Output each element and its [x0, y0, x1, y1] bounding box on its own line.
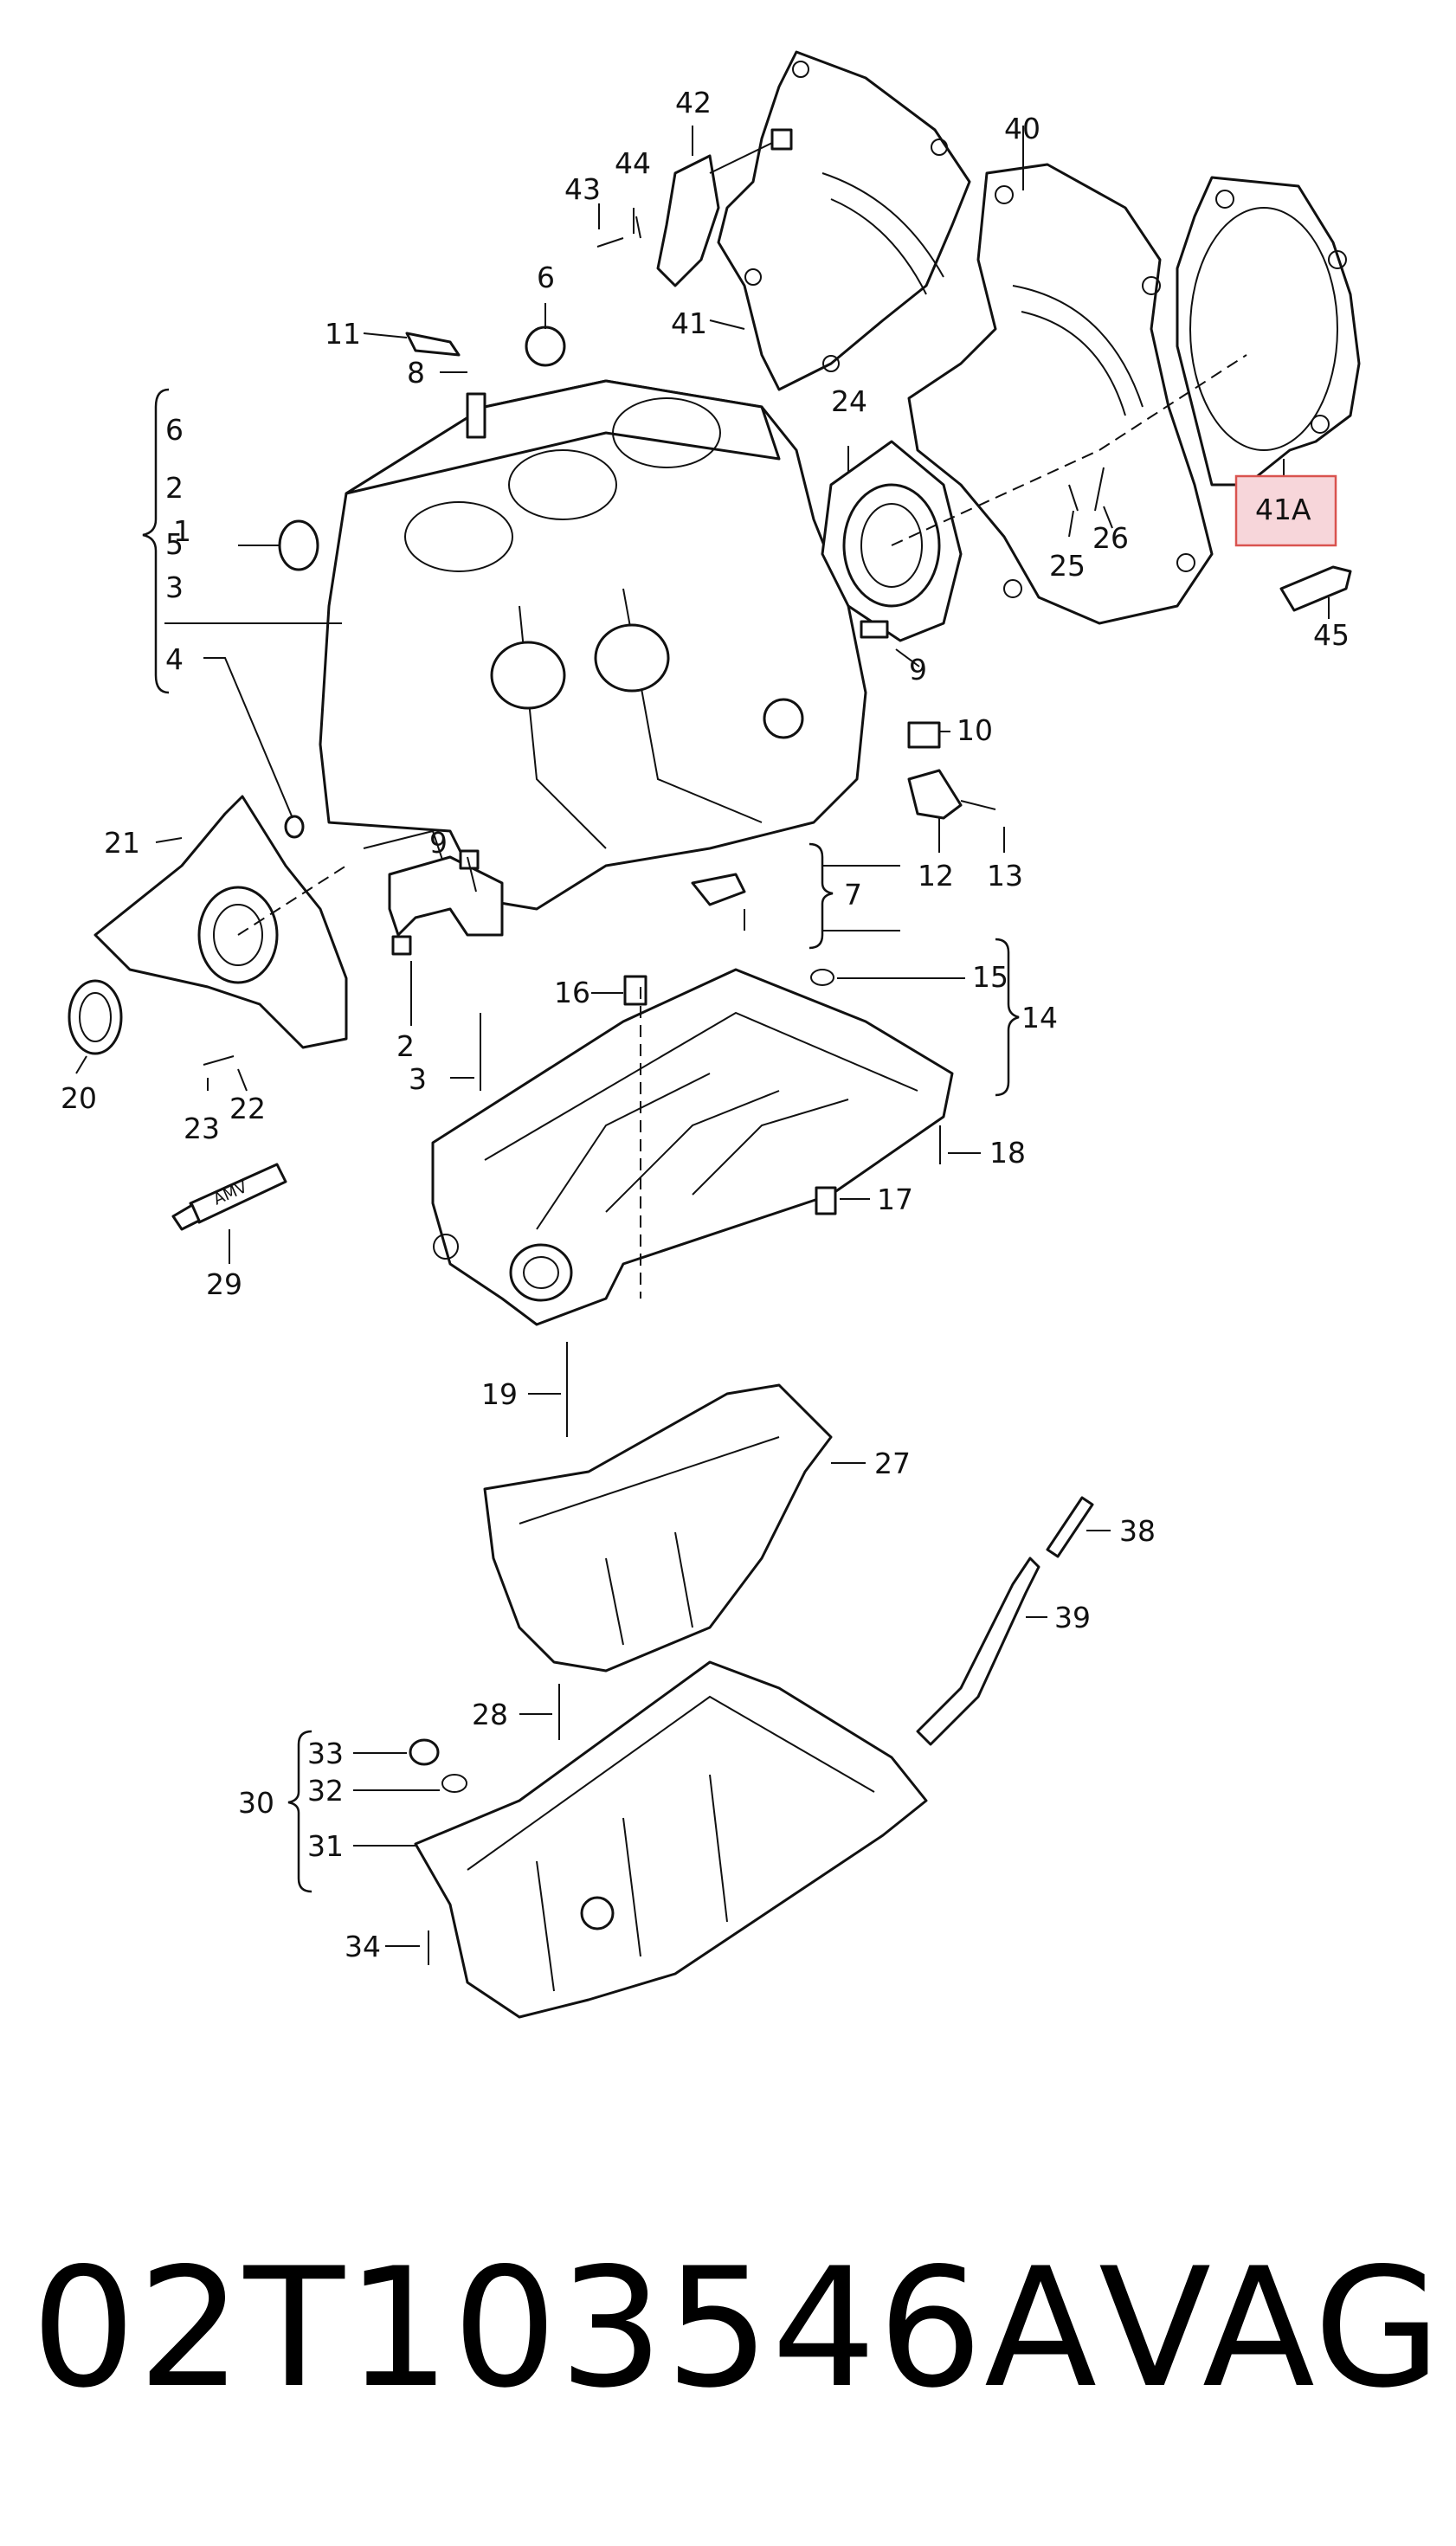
- callout-27: 27: [874, 1447, 911, 1480]
- callout-labels: 1 6 2 5 3 4 11 8 6 43 44 42 41 40 24 41A…: [61, 86, 1350, 1963]
- exploded-parts-diagram: AMV: [61, 50, 1361, 2019]
- part-number: 02T103546A: [31, 2233, 1099, 2424]
- callout-5: 5: [165, 527, 184, 561]
- callout-22: 22: [229, 1092, 266, 1125]
- upper-oil-pan-14: [431, 968, 954, 1326]
- callout-24: 24: [831, 384, 867, 418]
- callout-23: 23: [184, 1112, 220, 1145]
- dipstick-38: [1046, 1496, 1094, 1558]
- callout-7: 7: [844, 878, 862, 912]
- oil-sump-31: [414, 1660, 928, 2019]
- seal-flange-24: [821, 440, 963, 642]
- brace-30: [287, 1730, 312, 1893]
- brace-7: [809, 842, 834, 950]
- callout-19: 19: [481, 1377, 518, 1411]
- callout-3b: 3: [409, 1062, 427, 1096]
- dipstick-guide-39: [916, 1557, 1040, 1746]
- highlight-box-41A: [1234, 474, 1337, 547]
- callout-18: 18: [989, 1136, 1026, 1170]
- callout-34: 34: [345, 1930, 381, 1963]
- callout-40: 40: [1004, 112, 1040, 145]
- callout-11: 11: [325, 317, 361, 351]
- callout-33: 33: [307, 1737, 344, 1770]
- brand-name: VAG: [1098, 2233, 1443, 2424]
- callout-25: 25: [1049, 549, 1086, 583]
- callout-29: 29: [206, 1267, 242, 1301]
- gasket-41: [717, 50, 971, 391]
- callout-38: 38: [1119, 1514, 1156, 1548]
- callout-10: 10: [957, 713, 993, 747]
- callout-16: 16: [554, 976, 590, 1009]
- brace-1: [142, 388, 170, 694]
- callout-17: 17: [877, 1183, 913, 1216]
- callout-28: 28: [472, 1698, 508, 1731]
- callout-12: 12: [918, 859, 954, 893]
- callout-9b: 9: [909, 653, 927, 686]
- callout-42: 42: [675, 86, 712, 119]
- callout-6b: 6: [537, 261, 555, 294]
- callout-41A: 41A: [1255, 493, 1311, 526]
- callout-6a: 6: [165, 413, 184, 447]
- callout-2b: 2: [396, 1029, 415, 1063]
- oil-baffle-27: [483, 1383, 833, 1673]
- callout-20: 20: [61, 1081, 97, 1115]
- leader-lines: [75, 126, 1330, 1947]
- callout-4: 4: [165, 642, 184, 676]
- callout-9a: 9: [429, 826, 448, 860]
- bearing-cap: [388, 849, 504, 956]
- seal-20: [68, 979, 123, 1055]
- callout-21: 21: [104, 826, 140, 860]
- callout-43: 43: [564, 172, 601, 206]
- callout-8: 8: [407, 356, 425, 390]
- callout-15: 15: [972, 960, 1008, 994]
- callout-39: 39: [1054, 1601, 1091, 1634]
- callout-3a: 3: [165, 570, 184, 604]
- caption: 02T103546A VAG: [31, 2233, 1441, 2424]
- callout-30: 30: [238, 1786, 274, 1820]
- callout-26: 26: [1092, 521, 1129, 555]
- callout-44: 44: [615, 146, 651, 180]
- gasket-40: [907, 163, 1214, 625]
- cylinder-block: [319, 379, 867, 911]
- sealant-tube-29: AMV: [171, 1163, 287, 1231]
- brace-14: [995, 938, 1020, 1097]
- gasket-41A: [1176, 176, 1361, 487]
- hardware: [203, 216, 1352, 1965]
- callout-1: 1: [173, 514, 191, 548]
- bracket-42: [656, 128, 793, 287]
- callout-32: 32: [307, 1774, 344, 1808]
- callout-13: 13: [987, 859, 1023, 893]
- callout-41: 41: [671, 306, 707, 340]
- callout-2a: 2: [165, 471, 184, 505]
- callout-14: 14: [1021, 1001, 1058, 1035]
- callout-45: 45: [1313, 618, 1350, 652]
- callout-31: 31: [307, 1829, 344, 1863]
